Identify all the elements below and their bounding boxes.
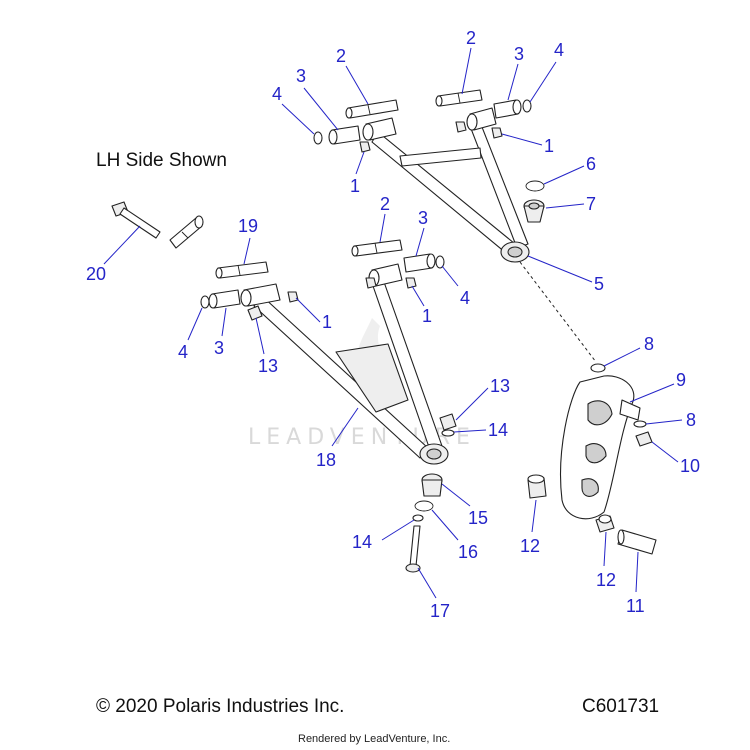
copyright-notice: © 2020 Polaris Industries Inc. bbox=[96, 696, 344, 717]
ball-joint[interactable] bbox=[523, 199, 545, 223]
callout-19: 19 bbox=[238, 216, 258, 236]
callout-11: 11 bbox=[626, 596, 645, 616]
upper-grease-fitting-mid[interactable] bbox=[455, 121, 467, 133]
spindle-pin[interactable] bbox=[617, 529, 657, 555]
pin-loose[interactable] bbox=[169, 215, 204, 249]
upper-washer-right[interactable] bbox=[522, 99, 532, 113]
washer-front[interactable] bbox=[441, 429, 455, 437]
lower-washer-rear[interactable] bbox=[200, 295, 210, 309]
callout-18: 18 bbox=[316, 450, 336, 470]
spindle-nut[interactable] bbox=[635, 431, 653, 447]
callout-16: 16 bbox=[458, 542, 478, 562]
callout-2-upper-left: 2 bbox=[336, 46, 346, 66]
lower-grease-fitting-rear[interactable] bbox=[287, 291, 299, 303]
callout-8-side: 8 bbox=[686, 410, 696, 430]
callout-4-upper-left: 4 bbox=[272, 84, 282, 104]
callout-7: 7 bbox=[586, 194, 596, 214]
callout-3-lower-front: 3 bbox=[418, 208, 428, 228]
spindle-washer-top[interactable] bbox=[590, 363, 606, 373]
assembly-axis-line bbox=[519, 261, 597, 363]
upper-grease-fitting-right[interactable] bbox=[491, 127, 503, 139]
callout-13-front: 13 bbox=[490, 376, 510, 396]
upper-bushing-left[interactable] bbox=[328, 125, 361, 145]
callout-1-upper-left: 1 bbox=[350, 176, 360, 196]
side-note-label: LH Side Shown bbox=[96, 150, 227, 171]
spindle-bushing-right[interactable] bbox=[595, 514, 615, 533]
lower-bushing-front[interactable] bbox=[403, 253, 436, 273]
lower-a-arm[interactable] bbox=[240, 263, 449, 465]
spindle-washer-side[interactable] bbox=[633, 420, 647, 428]
upper-bushing-right[interactable] bbox=[493, 99, 522, 119]
callout-13-rear: 13 bbox=[258, 356, 278, 376]
drawing-number: C601731 bbox=[582, 696, 659, 717]
upper-pivot-pin-right[interactable] bbox=[435, 89, 483, 107]
callout-4-lower-front: 4 bbox=[460, 288, 470, 308]
callout-1-lower-rear: 1 bbox=[322, 312, 332, 332]
lower-pivot-pin-rear[interactable] bbox=[215, 261, 269, 279]
rendered-by-credit: Rendered by LeadVenture, Inc. bbox=[298, 733, 450, 745]
callout-4-upper-right: 4 bbox=[554, 40, 564, 60]
callout-3-upper-right: 3 bbox=[514, 44, 524, 64]
upper-a-arm[interactable] bbox=[362, 107, 530, 263]
callout-4-lower-rear: 4 bbox=[178, 342, 188, 362]
callout-15: 15 bbox=[468, 508, 488, 528]
upper-washer-left[interactable] bbox=[313, 131, 323, 145]
washer-lower[interactable] bbox=[412, 514, 424, 522]
callout-12-right: 12 bbox=[596, 570, 616, 590]
callout-14-lower: 14 bbox=[352, 532, 372, 552]
callout-14-front: 14 bbox=[488, 420, 508, 440]
lower-grease-fitting-mid[interactable] bbox=[365, 277, 377, 289]
retaining-ring[interactable] bbox=[525, 180, 545, 192]
callout-2-upper-right: 2 bbox=[466, 28, 476, 48]
spindle-bolt[interactable] bbox=[405, 525, 421, 573]
callout-17: 17 bbox=[430, 601, 450, 621]
spindle-knuckle[interactable] bbox=[560, 375, 641, 520]
callout-8-top: 8 bbox=[644, 334, 654, 354]
upper-pivot-pin-left[interactable] bbox=[345, 99, 399, 119]
callout-12-left: 12 bbox=[520, 536, 540, 556]
callout-10: 10 bbox=[680, 456, 700, 476]
lower-pivot-pin-front[interactable] bbox=[351, 239, 403, 257]
lower-washer-front[interactable] bbox=[435, 255, 445, 269]
callout-1-upper-right: 1 bbox=[544, 136, 554, 156]
callout-2-lower: 2 bbox=[380, 194, 390, 214]
callout-3-lower-rear: 3 bbox=[214, 338, 224, 358]
lower-grease-fitting-front[interactable] bbox=[405, 277, 417, 289]
upper-grease-fitting-left[interactable] bbox=[359, 141, 371, 153]
bolt-loose[interactable] bbox=[111, 201, 161, 239]
lower-retaining-ring[interactable] bbox=[414, 500, 434, 512]
nut-rear[interactable] bbox=[247, 305, 263, 321]
callout-3-upper-left: 3 bbox=[296, 66, 306, 86]
callout-9: 9 bbox=[676, 370, 686, 390]
callout-5: 5 bbox=[594, 274, 604, 294]
lower-ball-joint[interactable] bbox=[421, 473, 443, 497]
nut-front[interactable] bbox=[439, 413, 457, 431]
spindle-bushing-left[interactable] bbox=[527, 474, 547, 499]
callout-1-lower-front: 1 bbox=[422, 306, 432, 326]
lower-bushing-rear[interactable] bbox=[208, 289, 241, 309]
callout-6: 6 bbox=[586, 154, 596, 174]
callout-20: 20 bbox=[86, 264, 106, 284]
